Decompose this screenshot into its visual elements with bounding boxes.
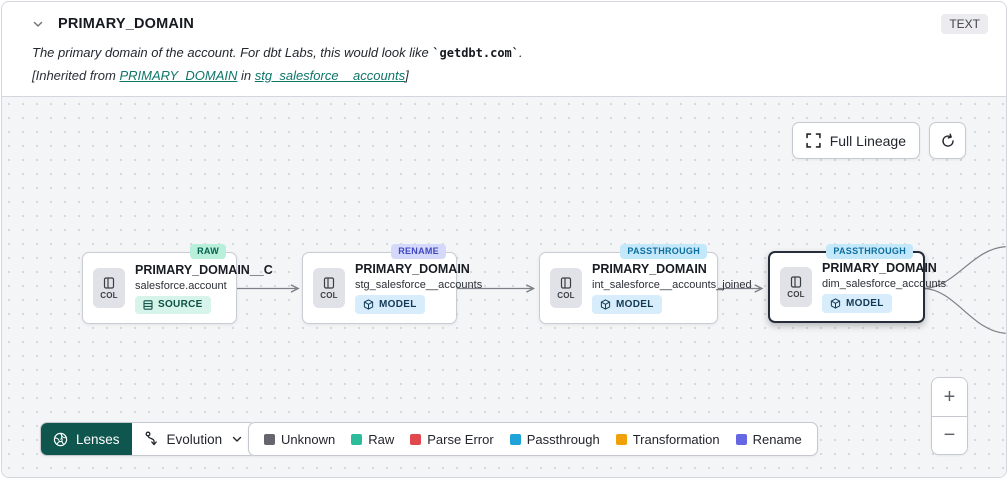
legend-swatch xyxy=(615,433,627,445)
resource-type-badge: MODEL xyxy=(822,294,892,313)
column-icon xyxy=(560,276,572,289)
column-kind-box: COL xyxy=(313,268,345,308)
lenses-label: Lenses xyxy=(76,431,120,447)
node-title: PRIMARY_DOMAIN xyxy=(592,262,707,276)
legend-swatch xyxy=(264,433,275,445)
lineage-node-dim-selected[interactable]: PASSTHROUGH COL PRIMARY_DOMAIN dim_sales… xyxy=(768,244,946,323)
inherited-middle: in xyxy=(237,68,255,83)
lens-aperture-icon xyxy=(53,432,68,447)
lineage-node-intermediate[interactable]: PASSTHROUGH COL PRIMARY_DOMAIN int_sales… xyxy=(539,244,752,324)
evolution-route-icon xyxy=(144,431,158,447)
inherited-from-line: [Inherited from PRIMARY_DOMAIN in stg_sa… xyxy=(32,68,988,83)
column-icon xyxy=(103,276,115,289)
zoom-out-button[interactable]: − xyxy=(932,416,967,454)
refresh-icon xyxy=(940,133,956,149)
legend-label: Parse Error xyxy=(427,431,494,447)
legend-item-parse-error: Parse Error xyxy=(410,431,494,447)
legend-item-unknown: Unknown xyxy=(264,432,335,447)
refresh-button[interactable] xyxy=(929,122,966,159)
lenses-button[interactable]: Lenses xyxy=(41,423,132,455)
description-text: The primary domain of the account. For d… xyxy=(32,45,433,60)
column-header: PRIMARY_DOMAIN TEXT The primary domain o… xyxy=(2,2,1006,96)
node-title: PRIMARY_DOMAIN xyxy=(822,261,937,275)
col-label: COL xyxy=(320,290,338,300)
column-kind-box: COL xyxy=(550,268,582,308)
canvas-toolbar: Full Lineage xyxy=(791,122,966,159)
evolution-dropdown[interactable]: Evolution xyxy=(131,423,256,455)
evolution-legend: Unknown Raw Parse Error Passthrough Tran… xyxy=(248,422,818,456)
evolution-label: Evolution xyxy=(166,431,223,447)
legend-item-raw: Raw xyxy=(351,432,394,447)
legend-label: Transformation xyxy=(632,431,720,447)
legend-item-transformation: Transformation xyxy=(615,431,720,447)
evolution-badge-rename: RENAME xyxy=(391,244,446,259)
node-subtitle: int_salesforce__accounts_joined xyxy=(592,279,752,291)
inherited-column-link[interactable]: PRIMARY_DOMAIN xyxy=(119,68,238,83)
cube-icon xyxy=(830,298,841,309)
zoom-in-button[interactable]: + xyxy=(932,378,967,416)
evolution-badge-passthrough: PASSTHROUGH xyxy=(826,244,913,259)
node-title: PRIMARY_DOMAIN__C xyxy=(135,262,273,277)
resource-type-label: MODEL xyxy=(846,297,884,309)
resource-type-badge: MODEL xyxy=(592,295,662,314)
database-icon xyxy=(143,299,153,310)
legend-item-rename: Rename xyxy=(735,431,802,447)
col-label: COL xyxy=(787,289,805,299)
zoom-control: + − xyxy=(931,377,968,455)
column-type-badge: TEXT xyxy=(941,14,988,34)
legend-swatch xyxy=(509,433,521,445)
lineage-canvas[interactable]: Full Lineage RAW COL PRIMARY_DOMAIN__C s… xyxy=(2,96,1006,477)
collapse-chevron-icon[interactable] xyxy=(32,18,44,30)
column-kind-box: COL xyxy=(780,267,812,307)
inherited-model-link[interactable]: stg_salesforce__accounts xyxy=(254,68,406,83)
legend-swatch xyxy=(410,433,422,445)
cube-icon xyxy=(600,299,611,310)
column-icon xyxy=(323,276,335,289)
resource-type-badge: SOURCE xyxy=(135,295,211,314)
legend-swatch xyxy=(351,433,363,445)
column-icon xyxy=(790,275,802,288)
cube-icon xyxy=(363,299,374,310)
column-description: The primary domain of the account. For d… xyxy=(32,45,988,60)
node-subtitle: stg_salesforce__accounts xyxy=(355,279,483,291)
legend-label: Passthrough xyxy=(526,431,600,447)
col-label: COL xyxy=(557,290,575,300)
lenses-control: Lenses Evolution xyxy=(40,422,257,456)
evolution-badge-raw: RAW xyxy=(190,244,226,259)
expand-icon xyxy=(805,133,821,148)
inherited-prefix: [Inherited from xyxy=(32,68,120,83)
resource-type-badge: MODEL xyxy=(355,295,425,314)
node-subtitle: dim_salesforce_accounts xyxy=(822,278,947,290)
column-kind-box: COL xyxy=(93,268,125,308)
node-subtitle: salesforce.account xyxy=(135,279,227,292)
description-period: . xyxy=(519,45,523,60)
lineage-node-staging[interactable]: RENAME COL PRIMARY_DOMAIN stg_salesforce… xyxy=(302,244,482,324)
full-lineage-button[interactable]: Full Lineage xyxy=(791,122,920,159)
inherited-suffix: ] xyxy=(405,68,409,83)
evolution-badge-passthrough: PASSTHROUGH xyxy=(620,244,707,259)
chevron-down-icon xyxy=(231,433,243,445)
col-label: COL xyxy=(100,290,118,300)
column-title: PRIMARY_DOMAIN xyxy=(58,16,194,32)
description-code: `getdbt.com` xyxy=(432,46,520,60)
legend-swatch xyxy=(735,433,747,445)
legend-label: Unknown xyxy=(281,431,336,447)
legend-label: Rename xyxy=(752,431,802,447)
full-lineage-label: Full Lineage xyxy=(829,132,906,149)
node-title: PRIMARY_DOMAIN xyxy=(355,262,470,276)
resource-type-label: SOURCE xyxy=(158,298,203,310)
lineage-node-source[interactable]: RAW COL PRIMARY_DOMAIN__C salesforce.acc… xyxy=(82,244,273,324)
resource-type-label: MODEL xyxy=(616,298,654,310)
legend-label: Raw xyxy=(368,431,395,447)
legend-item-passthrough: Passthrough xyxy=(509,431,600,447)
resource-type-label: MODEL xyxy=(379,298,417,310)
